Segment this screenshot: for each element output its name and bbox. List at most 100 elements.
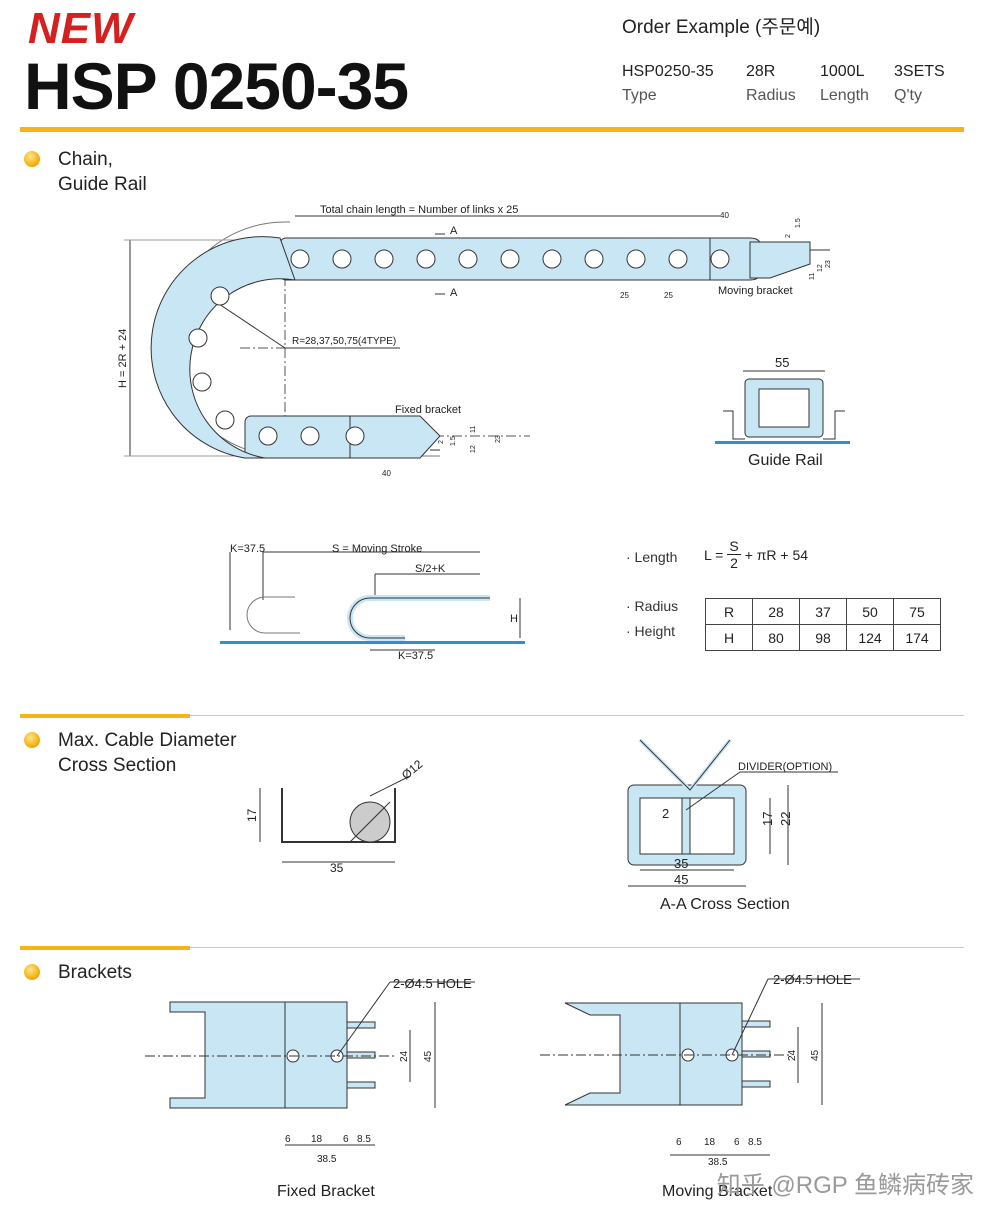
guide-rail-width: 55 [775, 355, 789, 370]
fixed-dim-85: 8.5 [357, 1134, 371, 1145]
fixed-hole-note: 2-Ø4.5 HOLE [393, 976, 472, 991]
fixed-dim-18: 18 [311, 1134, 323, 1145]
fixed-bracket-caption: Fixed Bracket [277, 1183, 375, 1200]
moving-dim-18: 18 [704, 1137, 716, 1148]
order-length-label: Length [820, 87, 869, 104]
model-title: HSP 0250-35 [24, 49, 409, 123]
section-rule-thick [20, 946, 190, 950]
fixed-bracket-drawing: 2-Ø4.5 HOLE 24 45 6 18 6 8.5 38.5 [145, 976, 475, 1165]
k-bottom-label: K=37.5 [398, 650, 433, 662]
table-row: H 80 98 124 174 [705, 624, 941, 651]
order-radius-label: Radius [746, 87, 796, 104]
radius-note: R=28,37,50,75(4TYPE) [292, 336, 396, 347]
dim-40-bottom: 40 [382, 469, 391, 478]
guide-rail-caption: Guide Rail [748, 452, 823, 469]
fixed-dim-45: 45 [423, 1050, 434, 1062]
h-label: H [510, 613, 518, 625]
order-qty-label: Q'ty [894, 87, 922, 104]
order-qty-value: 3SETS [894, 63, 945, 80]
cable-cross-section: Ø12 17 35 [245, 760, 426, 875]
stroke-diagram: K=37.5 S = Moving Stroke S/2+K H K=37.5 [220, 543, 525, 662]
moving-dim-45: 45 [810, 1049, 821, 1061]
table-cell: 80 [752, 624, 800, 651]
fixed-dim-24: 24 [399, 1050, 410, 1062]
dim-2-top: 2 [785, 234, 792, 238]
aa-inner-height: 17 [760, 812, 775, 826]
table-cell: 174 [893, 624, 941, 651]
table-cell: 50 [846, 598, 894, 625]
section-mark-a-bottom: A [450, 287, 458, 299]
table-cell: 124 [846, 624, 894, 651]
dim-25-a: 25 [620, 291, 629, 300]
dim-23-top: 23 [825, 260, 832, 268]
order-type-value: HSP0250-35 [622, 63, 714, 80]
fixed-bracket-label: Fixed bracket [395, 404, 461, 416]
formula-denominator: 2 [730, 555, 738, 571]
dim-25-b: 25 [664, 291, 673, 300]
brackets-section-title: Brackets [58, 962, 132, 983]
order-type-label: Type [622, 87, 657, 104]
divider-label: DIVIDER(OPTION) [738, 761, 832, 773]
guide-rail-drawing: 55 [715, 355, 850, 444]
length-formula: L = S 2 + πR + 54 [704, 538, 808, 571]
aa-inner-width: 35 [674, 856, 688, 871]
section-bullet-icon [24, 151, 40, 167]
dim-23-bottom: 23 [495, 435, 502, 443]
total-length-note: Total chain length = Number of links x 2… [320, 204, 518, 216]
table-cell: R [705, 598, 753, 625]
moving-bracket-label: Moving bracket [718, 285, 793, 297]
aa-outer-width: 45 [674, 872, 688, 887]
chain-title-line1: Chain, [58, 149, 113, 170]
dim-12-bottom: 12 [470, 445, 477, 453]
k-top-label: K=37.5 [230, 543, 265, 555]
dim-2-bottom: 2 [438, 440, 445, 444]
moving-bracket-drawing: 2-Ø4.5 HOLE 24 45 6 18 6 8.5 38.5 [540, 972, 860, 1165]
table-cell: 28 [752, 598, 800, 625]
cable-diameter: Ø12 [399, 760, 426, 782]
formula-l: L = [704, 546, 724, 563]
dim-11-top: 11 [809, 273, 816, 280]
header-divider [20, 127, 964, 132]
aa-gap: 2 [662, 806, 669, 821]
fixed-dim-total: 38.5 [317, 1154, 337, 1165]
cable-width: 35 [330, 861, 344, 875]
order-radius-value: 28R [746, 63, 776, 80]
section-bullet-icon [24, 964, 40, 980]
section-rule-thin [190, 715, 964, 716]
section-rule-thin [190, 947, 964, 948]
table-cell: 98 [799, 624, 847, 651]
formula-rest: + πR + 54 [744, 546, 809, 563]
table-cell: 37 [799, 598, 847, 625]
dim-15-bottom: 1.5 [450, 436, 457, 446]
radius-label: · Radius [626, 598, 679, 614]
moving-bracket-caption: Moving Bracket [662, 1183, 773, 1200]
order-example-title: Order Example (주문예) [622, 17, 821, 38]
fixed-dim-6b: 6 [343, 1134, 349, 1145]
formula-numerator: S [727, 538, 741, 555]
height-note: H = 2R + 24 [117, 329, 129, 388]
dim-15-top: 1.5 [795, 218, 802, 228]
moving-stroke-label: S = Moving Stroke [332, 543, 422, 555]
section-bullet-icon [24, 732, 40, 748]
cable-title-line1: Max. Cable Diameter [58, 730, 237, 751]
table-row: R 28 37 50 75 [705, 598, 941, 625]
moving-dim-6a: 6 [676, 1137, 682, 1148]
aa-outer-height: 22 [778, 812, 793, 826]
section-mark-a-top: A [450, 225, 458, 237]
new-badge: NEW [28, 4, 134, 53]
dim-11-bottom: 11 [470, 426, 477, 433]
radius-height-table: R 28 37 50 75 H 80 98 124 174 [705, 598, 941, 651]
aa-cross-section: DIVIDER(OPTION) 2 17 22 35 45 [627, 738, 838, 887]
section-rule-thick [20, 714, 190, 718]
aa-caption: A-A Cross Section [660, 896, 790, 913]
cable-section-title: Max. Cable Diameter Cross Section [58, 728, 236, 778]
formula-fraction: S 2 [727, 538, 741, 571]
half-stroke-label: S/2+K [415, 563, 446, 575]
chain-side-drawing: A A Total chain length = Number of links… [117, 204, 832, 478]
length-label: · Length [626, 549, 678, 565]
order-length-value: 1000L [820, 63, 865, 80]
moving-dim-total: 38.5 [708, 1157, 728, 1165]
chain-section-title: Chain, Guide Rail [58, 147, 147, 197]
moving-dim-24: 24 [787, 1049, 798, 1061]
cable-height: 17 [245, 808, 259, 822]
